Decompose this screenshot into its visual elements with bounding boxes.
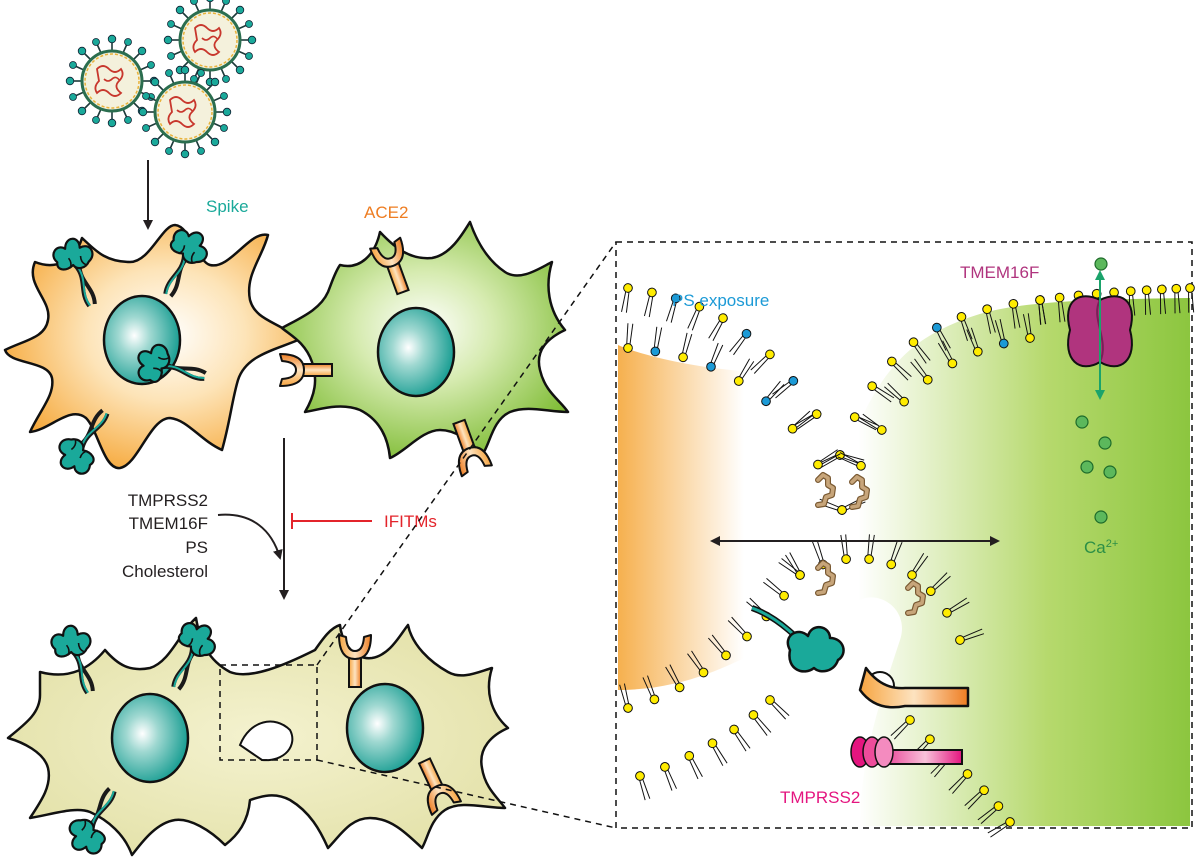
- virus-icon: [162, 0, 258, 88]
- spike-ace2-complex: [750, 605, 970, 709]
- tmem16f-channel-icon: [1067, 270, 1133, 400]
- ifitms-inhibition: [291, 513, 372, 529]
- calcium-ion-icon: [1075, 257, 1117, 524]
- virus-particles: [64, 0, 258, 160]
- infected-cell: [3, 221, 300, 482]
- target-cell: [279, 220, 570, 478]
- ps-exposure-label: PS exposure: [672, 291, 769, 310]
- fusion-factors-list: TMPRSS2 TMEM16F PS Cholesterol: [122, 491, 208, 581]
- factor-tmem16f: TMEM16F: [129, 514, 208, 533]
- tmprss2-protease-icon: [850, 736, 963, 768]
- spike-label: Spike: [206, 197, 249, 216]
- nucleus-icon: [345, 682, 425, 774]
- factor-arrow: [217, 513, 283, 560]
- factor-ps: PS: [185, 538, 208, 557]
- spike-protein-icon: [786, 626, 845, 673]
- ace2-label: ACE2: [364, 203, 408, 222]
- ace2-receptor-icon: [858, 666, 970, 709]
- tmprss2-label: TMPRSS2: [780, 788, 860, 807]
- calcium-label: Ca2+: [1084, 538, 1118, 557]
- membrane-fusion-inset: PS exposure TMEM16F TMPRSS2 Ca2+: [615, 241, 1197, 840]
- ifitms-label: IFITMs: [384, 512, 437, 531]
- virus-icon: [137, 64, 233, 160]
- zoom-connector: [316, 759, 617, 829]
- nucleus-icon: [376, 306, 456, 398]
- tmem16f-label: TMEM16F: [960, 263, 1039, 282]
- factor-tmprss2: TMPRSS2: [128, 491, 208, 510]
- zoom-region: [219, 664, 318, 761]
- nucleus-icon: [110, 692, 190, 784]
- syncytium: [6, 614, 510, 862]
- factor-cholesterol: Cholesterol: [122, 562, 208, 581]
- zoom-connector: [316, 241, 617, 666]
